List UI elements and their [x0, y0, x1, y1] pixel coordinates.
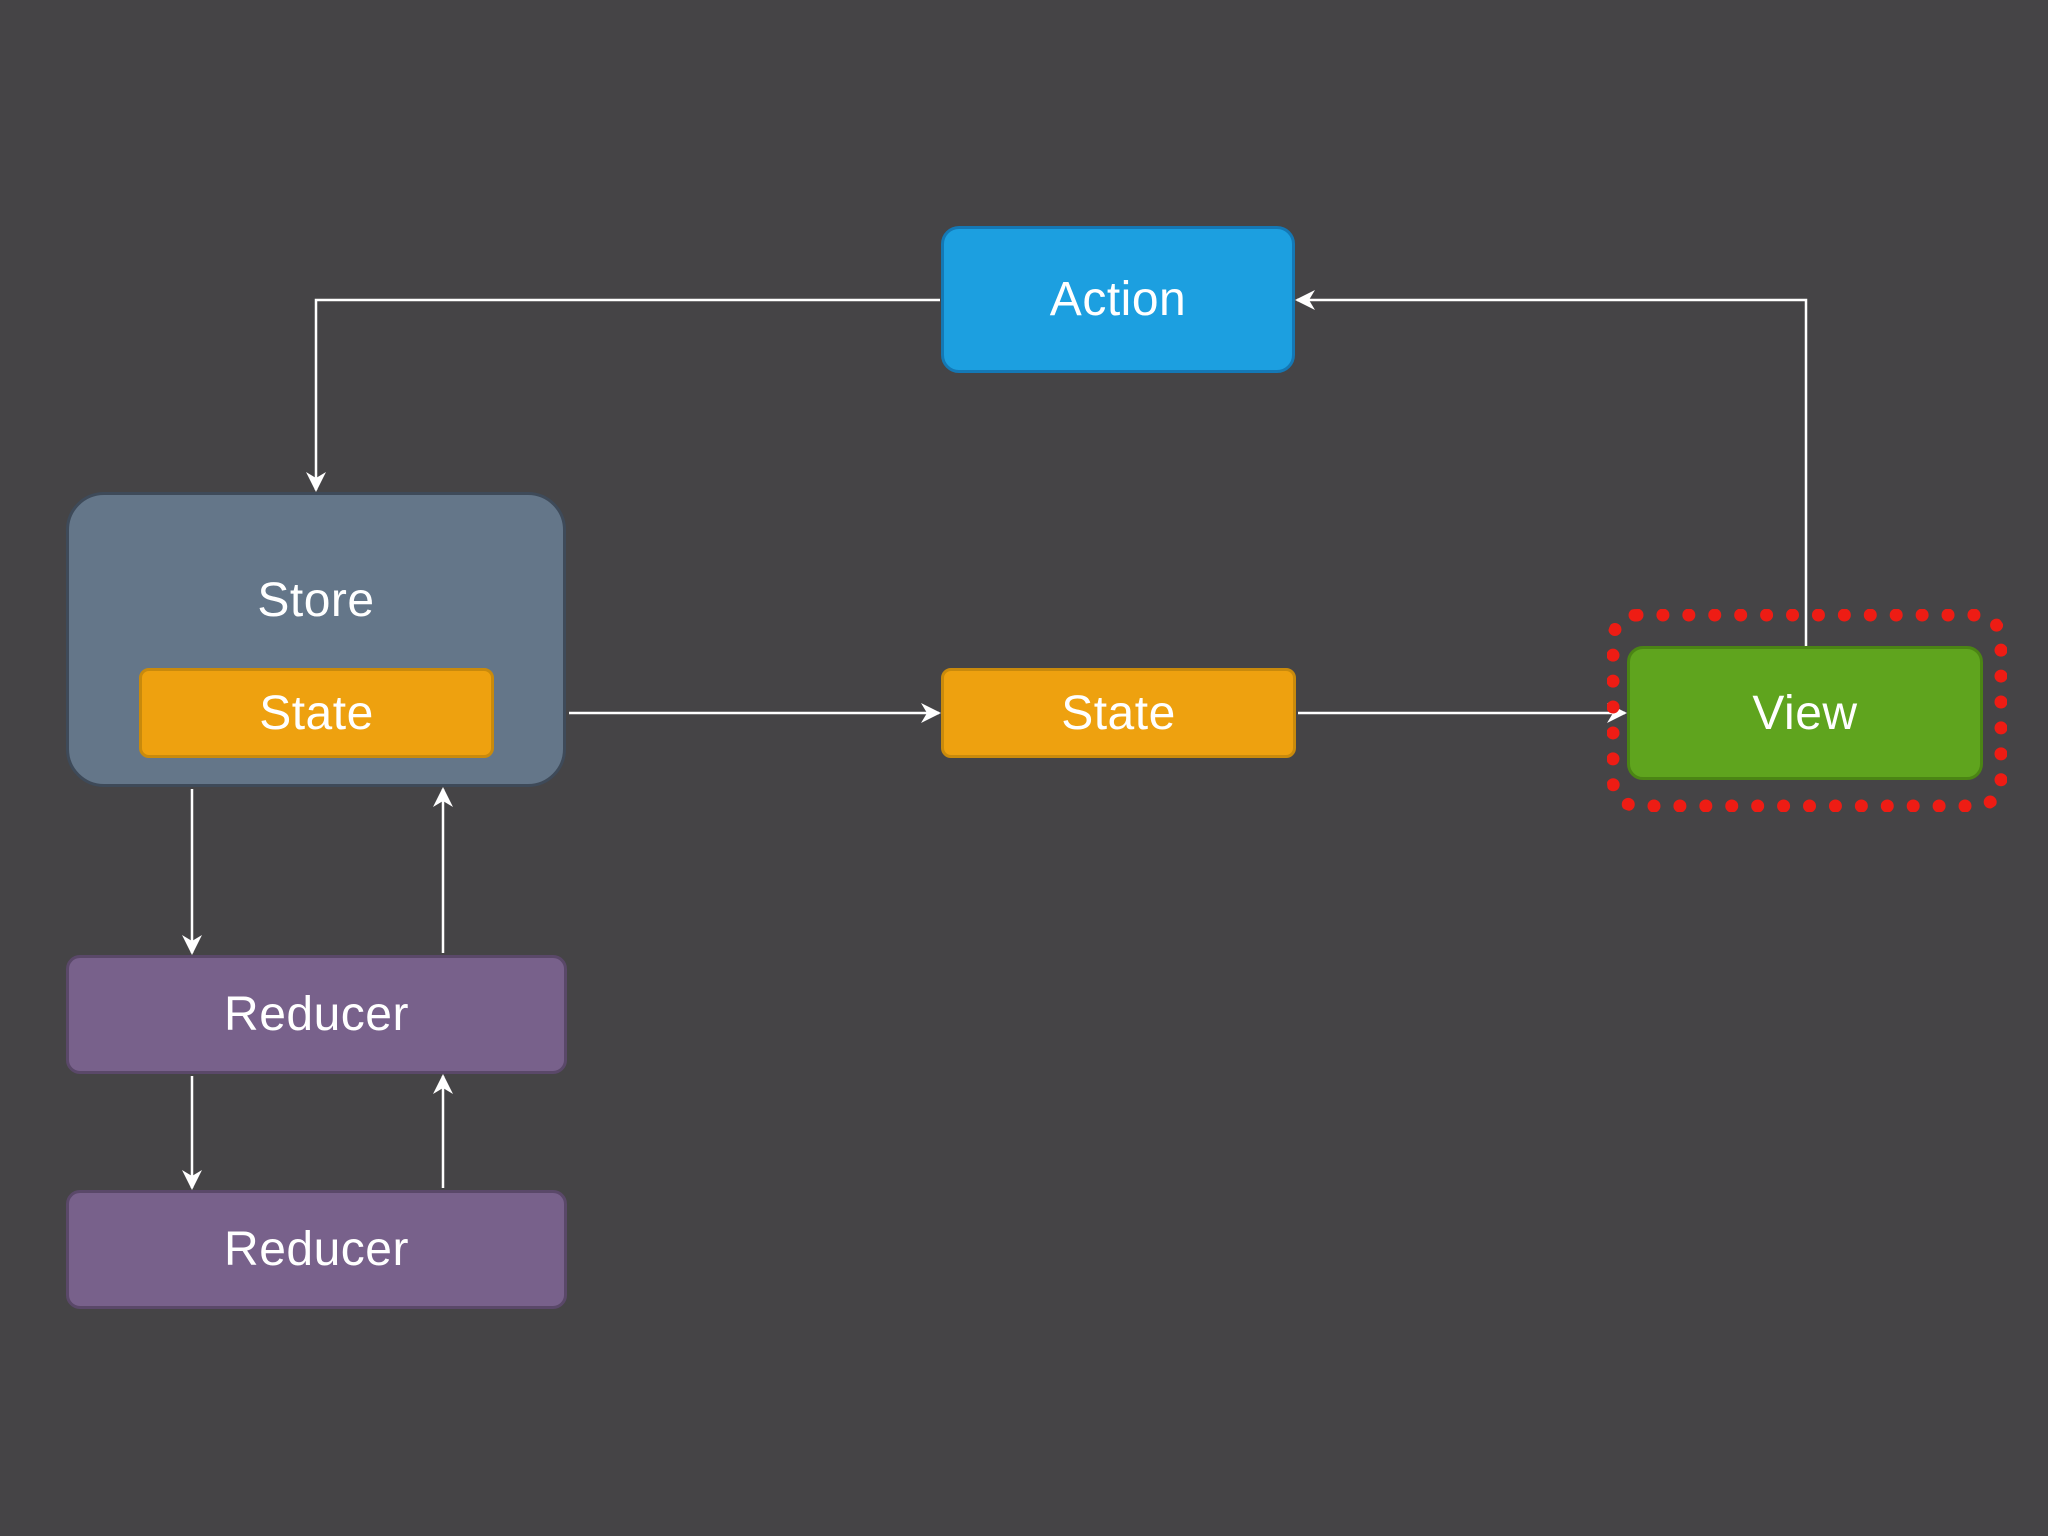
reducer-node: Reducer: [66, 1190, 567, 1309]
view-highlight-ring: [1607, 609, 2007, 812]
arrow-view-to-action: [1295, 290, 1808, 646]
store-state-label: State: [259, 686, 374, 740]
view-node: View: [1627, 646, 1983, 780]
view-label: View: [1752, 686, 1858, 740]
action-label: Action: [1049, 273, 1187, 326]
arrow-action-to-store: [306, 298, 940, 492]
reducer-label: Reducer: [224, 1223, 409, 1276]
reducer-node: Reducer: [66, 955, 567, 1074]
action-node: Action: [941, 226, 1295, 373]
reducer-label: Reducer: [224, 988, 409, 1041]
state-node: State: [941, 668, 1296, 758]
store-state-node: State: [139, 668, 494, 758]
store-label: Store: [257, 574, 375, 627]
state-label: State: [1061, 686, 1176, 740]
